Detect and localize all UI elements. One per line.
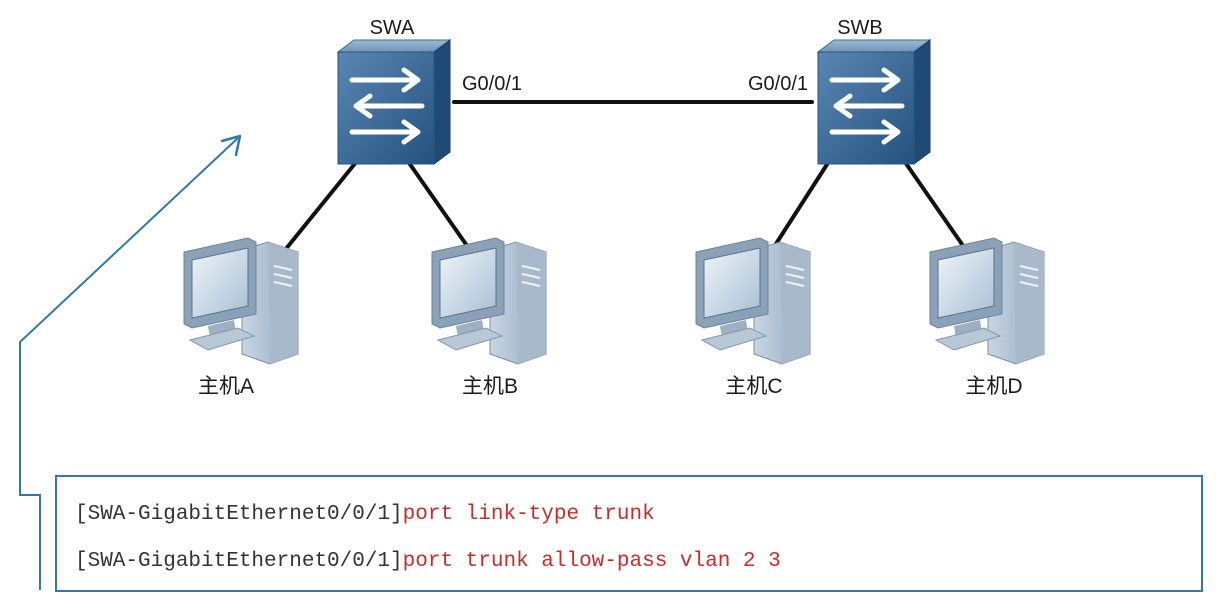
- switch-swa: SWA G0/0/1: [338, 17, 522, 164]
- command-line: [SWA-GigabitEthernet0/0/1]port trunk all…: [75, 550, 781, 573]
- network-switch-icon: [818, 40, 930, 164]
- host-label: 主机A: [198, 375, 254, 398]
- callout-arrow: [19, 134, 242, 590]
- host-d: 主机D: [929, 237, 1045, 398]
- switch-swb: SWB G0/0/1: [748, 17, 930, 164]
- host-a: 主机A: [183, 237, 299, 398]
- desktop-computer-icon: [695, 237, 811, 365]
- command-prompt: [SWA-GigabitEthernet0/0/1]: [75, 503, 403, 526]
- command-line: [SWA-GigabitEthernet0/0/1]port link-type…: [75, 503, 655, 526]
- cable-swa-host-b: [398, 148, 472, 252]
- switch-label: SWA: [370, 17, 415, 39]
- host-label: 主机C: [725, 375, 782, 398]
- command-text: port link-type trunk: [402, 503, 655, 526]
- network-switch-icon: [338, 40, 450, 164]
- desktop-computer-icon: [183, 237, 299, 365]
- cable-swb-host-d: [896, 150, 968, 252]
- command-box: [SWA-GigabitEthernet0/0/1]port link-type…: [55, 475, 1203, 592]
- host-label: 主机B: [462, 375, 518, 398]
- command-text: port trunk allow-pass vlan 2 3: [402, 550, 781, 573]
- port-label: G0/0/1: [748, 73, 808, 95]
- desktop-computer-icon: [929, 237, 1045, 365]
- cable-swb-host-c: [770, 150, 837, 252]
- switch-label: SWB: [837, 17, 883, 39]
- command-prompt: [SWA-GigabitEthernet0/0/1]: [75, 550, 403, 573]
- host-c: 主机C: [695, 237, 811, 398]
- desktop-computer-icon: [431, 237, 547, 365]
- host-label: 主机D: [965, 375, 1022, 398]
- host-b: 主机B: [431, 237, 547, 398]
- port-label: G0/0/1: [462, 73, 522, 95]
